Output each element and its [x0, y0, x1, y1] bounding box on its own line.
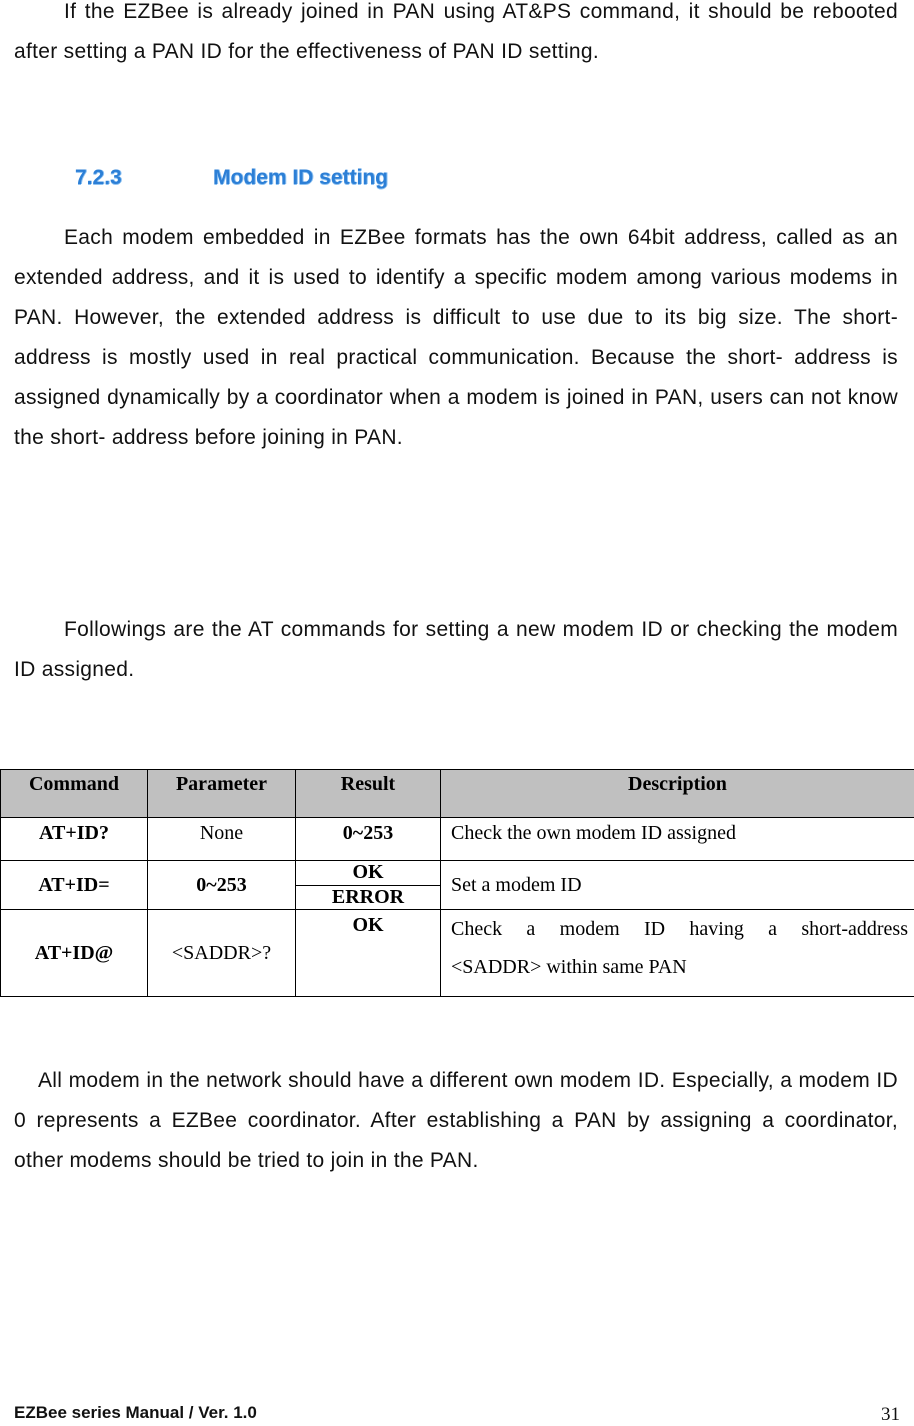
- description-line: <SADDR> within same PAN: [451, 948, 908, 986]
- closing-paragraph: All modem in the network should have a d…: [14, 1061, 898, 1181]
- cell-parameter: <SADDR>?: [148, 910, 296, 997]
- header-parameter: Parameter: [148, 770, 296, 818]
- cell-result-ok: OK: [296, 861, 441, 886]
- cell-description: Check the own modem ID assigned: [441, 818, 914, 861]
- footer-manual-title: EZBee series Manual / Ver. 1.0: [14, 1403, 257, 1423]
- intro-paragraph: If the EZBee is already joined in PAN us…: [14, 0, 898, 72]
- cell-command: AT+ID=: [1, 861, 148, 910]
- cell-description: Check a modem ID having a short-address …: [441, 910, 914, 997]
- followings-paragraph: Followings are the AT commands for setti…: [14, 610, 898, 690]
- header-description: Description: [441, 770, 914, 818]
- section-number: 7.2.3: [75, 166, 213, 190]
- cell-command: AT+ID?: [1, 818, 148, 861]
- cell-result-error: ERROR: [296, 886, 441, 910]
- cell-parameter: 0~253: [148, 861, 296, 910]
- cell-command: AT+ID@: [1, 910, 148, 997]
- modem-address-paragraph: Each modem embedded in EZBee formats has…: [14, 218, 898, 458]
- table-header-row: Command Parameter Result Description: [1, 770, 914, 818]
- header-command: Command: [1, 770, 148, 818]
- table-row: AT+ID? None 0~253 Check the own modem ID…: [1, 818, 914, 861]
- cell-result: 0~253: [296, 818, 441, 861]
- cell-parameter: None: [148, 818, 296, 861]
- table-row: AT+ID@ <SADDR>? OK Check a modem ID havi…: [1, 910, 914, 997]
- cell-result: OK: [296, 910, 441, 997]
- section-title: Modem ID setting: [213, 166, 388, 189]
- header-result: Result: [296, 770, 441, 818]
- table-row: AT+ID= 0~253 OK Set a modem ID: [1, 861, 914, 886]
- description-line: Check a modem ID having a short-address: [451, 910, 908, 948]
- at-command-table: Command Parameter Result Description AT+…: [0, 769, 914, 997]
- cell-description: Set a modem ID: [441, 861, 914, 910]
